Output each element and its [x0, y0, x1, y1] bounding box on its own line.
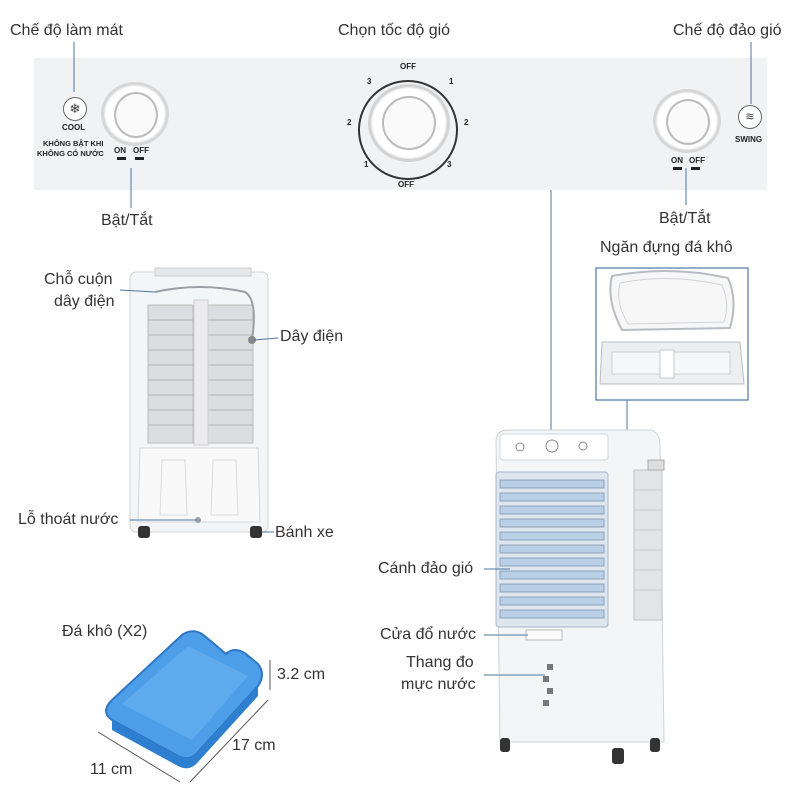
on-indicator-right — [673, 167, 682, 170]
ice-pack-height: 3.2 cm — [277, 666, 326, 683]
cool-mode-label: Chế độ làm mát — [10, 22, 123, 39]
speed-dial-ring — [358, 80, 458, 180]
ice-compartment-label: Ngăn đựng đá khô — [600, 239, 733, 256]
water-gauge-label-line2: mực nước — [401, 676, 476, 693]
speed-mark-2-right: 2 — [464, 118, 469, 127]
louvers-label: Cánh đảo gió — [378, 560, 474, 577]
speed-mark-3-right: 3 — [447, 160, 452, 169]
swing-icon: ≋ — [738, 105, 762, 129]
speed-mark-3-left: 3 — [367, 77, 372, 86]
cord-winder-label-line2: dây điện — [54, 293, 115, 310]
speed-dial-knob[interactable] — [368, 84, 450, 162]
on-label-left: ON — [114, 146, 126, 155]
swing-text: SWING — [735, 135, 763, 144]
off-indicator-left — [135, 157, 144, 160]
cord-winder-label-line1: Chỗ cuộn — [44, 271, 113, 288]
no-water-warning-line2: KHÔNG CÓ NƯỚC — [37, 149, 104, 158]
speed-mark-2-left: 2 — [347, 118, 352, 127]
speed-mark-1-right: 1 — [449, 77, 454, 86]
speed-off-top: OFF — [400, 62, 416, 71]
wind-speed-label: Chọn tốc độ gió — [338, 22, 451, 39]
cool-text: COOL — [62, 123, 86, 132]
power-knob-left[interactable] — [101, 82, 169, 146]
snowflake-icon: ❄ — [63, 97, 87, 121]
power-knob-right[interactable] — [653, 89, 721, 153]
drain-hole-label: Lỗ thoát nước — [18, 511, 119, 528]
off-indicator-right — [691, 167, 700, 170]
power-left-label: Bật/Tắt — [101, 212, 153, 229]
water-door-label: Cửa đổ nước — [380, 626, 476, 643]
speed-off-bottom: OFF — [398, 180, 414, 189]
power-cord-label: Dây điện — [280, 328, 344, 345]
ice-pack-label: Đá khô (X2) — [62, 623, 148, 640]
power-right-label: Bật/Tắt — [659, 210, 711, 227]
swing-mode-label: Chế độ đảo gió — [673, 22, 782, 39]
ice-pack-length: 17 cm — [232, 737, 276, 754]
water-gauge-label-line1: Thang đo — [406, 654, 474, 671]
on-indicator-left — [117, 157, 126, 160]
off-label-right: OFF — [689, 156, 705, 165]
no-water-warning-line1: KHÔNG BẬT KHI — [43, 139, 104, 148]
off-label-left: OFF — [133, 146, 149, 155]
speed-mark-1-left: 1 — [364, 160, 369, 169]
on-label-right: ON — [671, 156, 683, 165]
wheels-label: Bánh xe — [275, 524, 334, 541]
ice-pack-width: 11 cm — [90, 761, 133, 778]
